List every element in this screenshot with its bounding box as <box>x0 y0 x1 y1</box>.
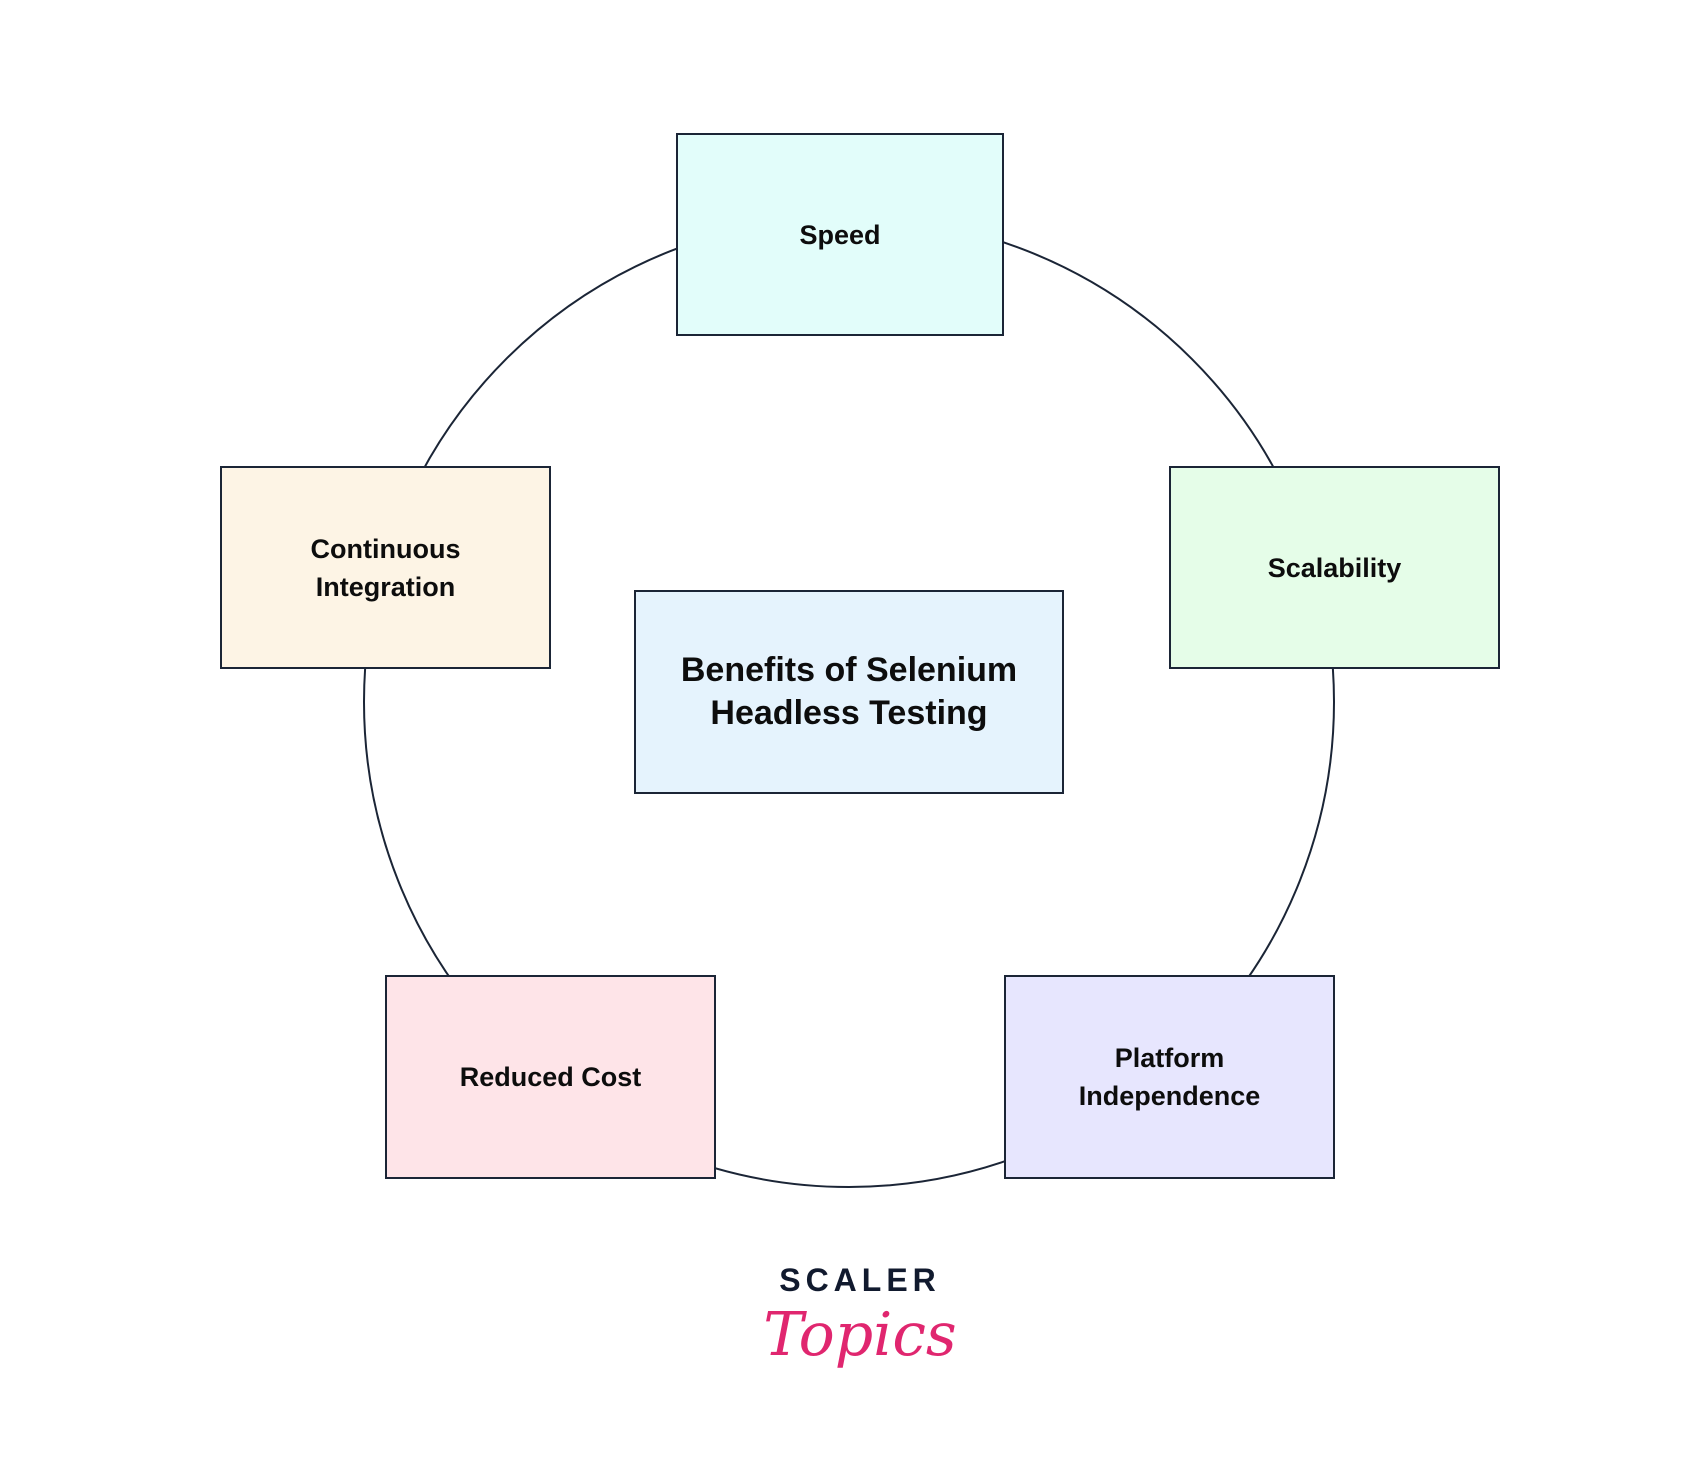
node-label: Speed <box>799 219 881 250</box>
node-speed: Speed <box>676 133 1004 336</box>
diagram-title: Benefits of Selenium Headless Testing <box>680 651 1018 732</box>
center-node: Benefits of Selenium Headless Testing <box>634 590 1064 794</box>
node-label: Platform Independence <box>1078 1043 1261 1111</box>
node-platform-independence: Platform Independence <box>1004 975 1335 1179</box>
scaler-topics-logo: SCALER Topics <box>760 1262 960 1368</box>
node-reduced-cost: Reduced Cost <box>385 975 716 1179</box>
node-scalability: Scalability <box>1169 466 1500 669</box>
logo-sub: Topics <box>763 1300 957 1370</box>
node-label: Scalability <box>1267 552 1402 583</box>
logo-brand: SCALER <box>779 1262 941 1298</box>
node-continuous-integration: Continuous Integration <box>220 466 551 669</box>
node-label: Reduced Cost <box>459 1062 642 1092</box>
node-label: Continuous Integration <box>310 533 461 602</box>
